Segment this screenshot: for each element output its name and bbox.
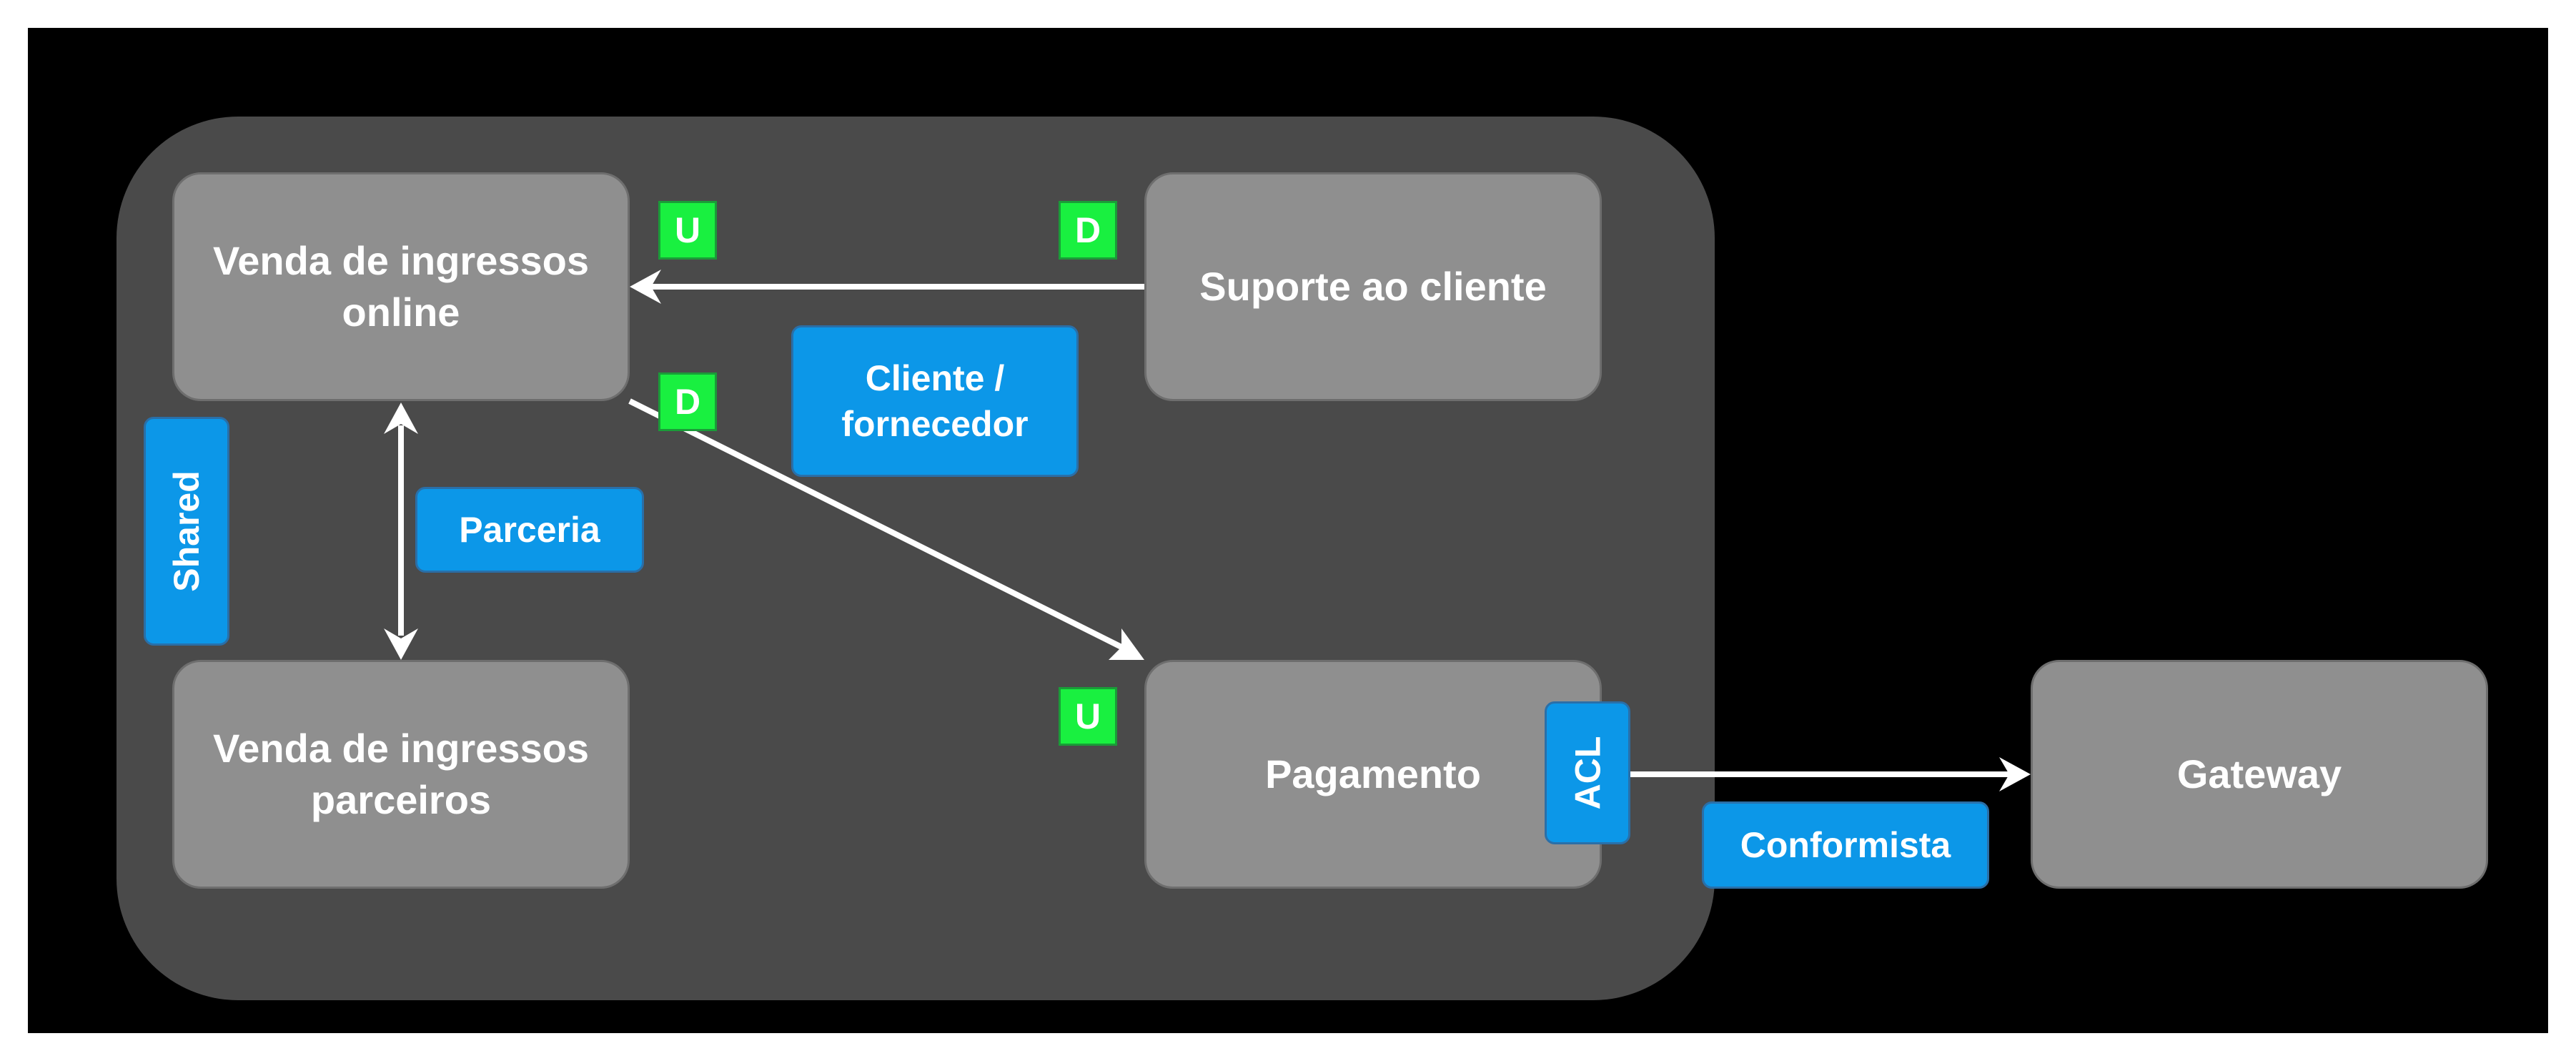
context-gateway: Gateway bbox=[2031, 660, 2488, 889]
customer-supplier-label: Cliente / fornecedor bbox=[791, 325, 1079, 477]
context-online-ticket-sales: Venda de ingressos online bbox=[172, 172, 630, 401]
arrowhead-gateway bbox=[1999, 757, 2031, 791]
shared-kernel-label: Shared bbox=[144, 417, 229, 646]
diagram-canvas: Venda de ingressos online Suporte ao cli… bbox=[28, 28, 2548, 1033]
upstream-badge-payment: U bbox=[1059, 687, 1117, 746]
upstream-badge-online: U bbox=[658, 201, 717, 260]
conformist-label: Conformista bbox=[1702, 801, 1989, 889]
arrowhead-left bbox=[630, 270, 661, 304]
acl-label: ACL bbox=[1545, 701, 1630, 844]
arrowhead-payment bbox=[1109, 628, 1144, 660]
downstream-badge-support: D bbox=[1059, 201, 1117, 260]
context-partner-ticket-sales: Venda de ingressos parceiros bbox=[172, 660, 630, 889]
partnership-label: Parceria bbox=[415, 487, 644, 573]
relationship-arrows bbox=[384, 270, 2031, 791]
context-payment: Pagamento bbox=[1144, 660, 1602, 889]
arrow-online-to-payment bbox=[628, 398, 1129, 653]
context-customer-support: Suporte ao cliente bbox=[1144, 172, 1602, 401]
arrowhead-down bbox=[384, 628, 418, 660]
arrowhead-up bbox=[384, 403, 418, 434]
downstream-badge-online: D bbox=[658, 372, 717, 431]
